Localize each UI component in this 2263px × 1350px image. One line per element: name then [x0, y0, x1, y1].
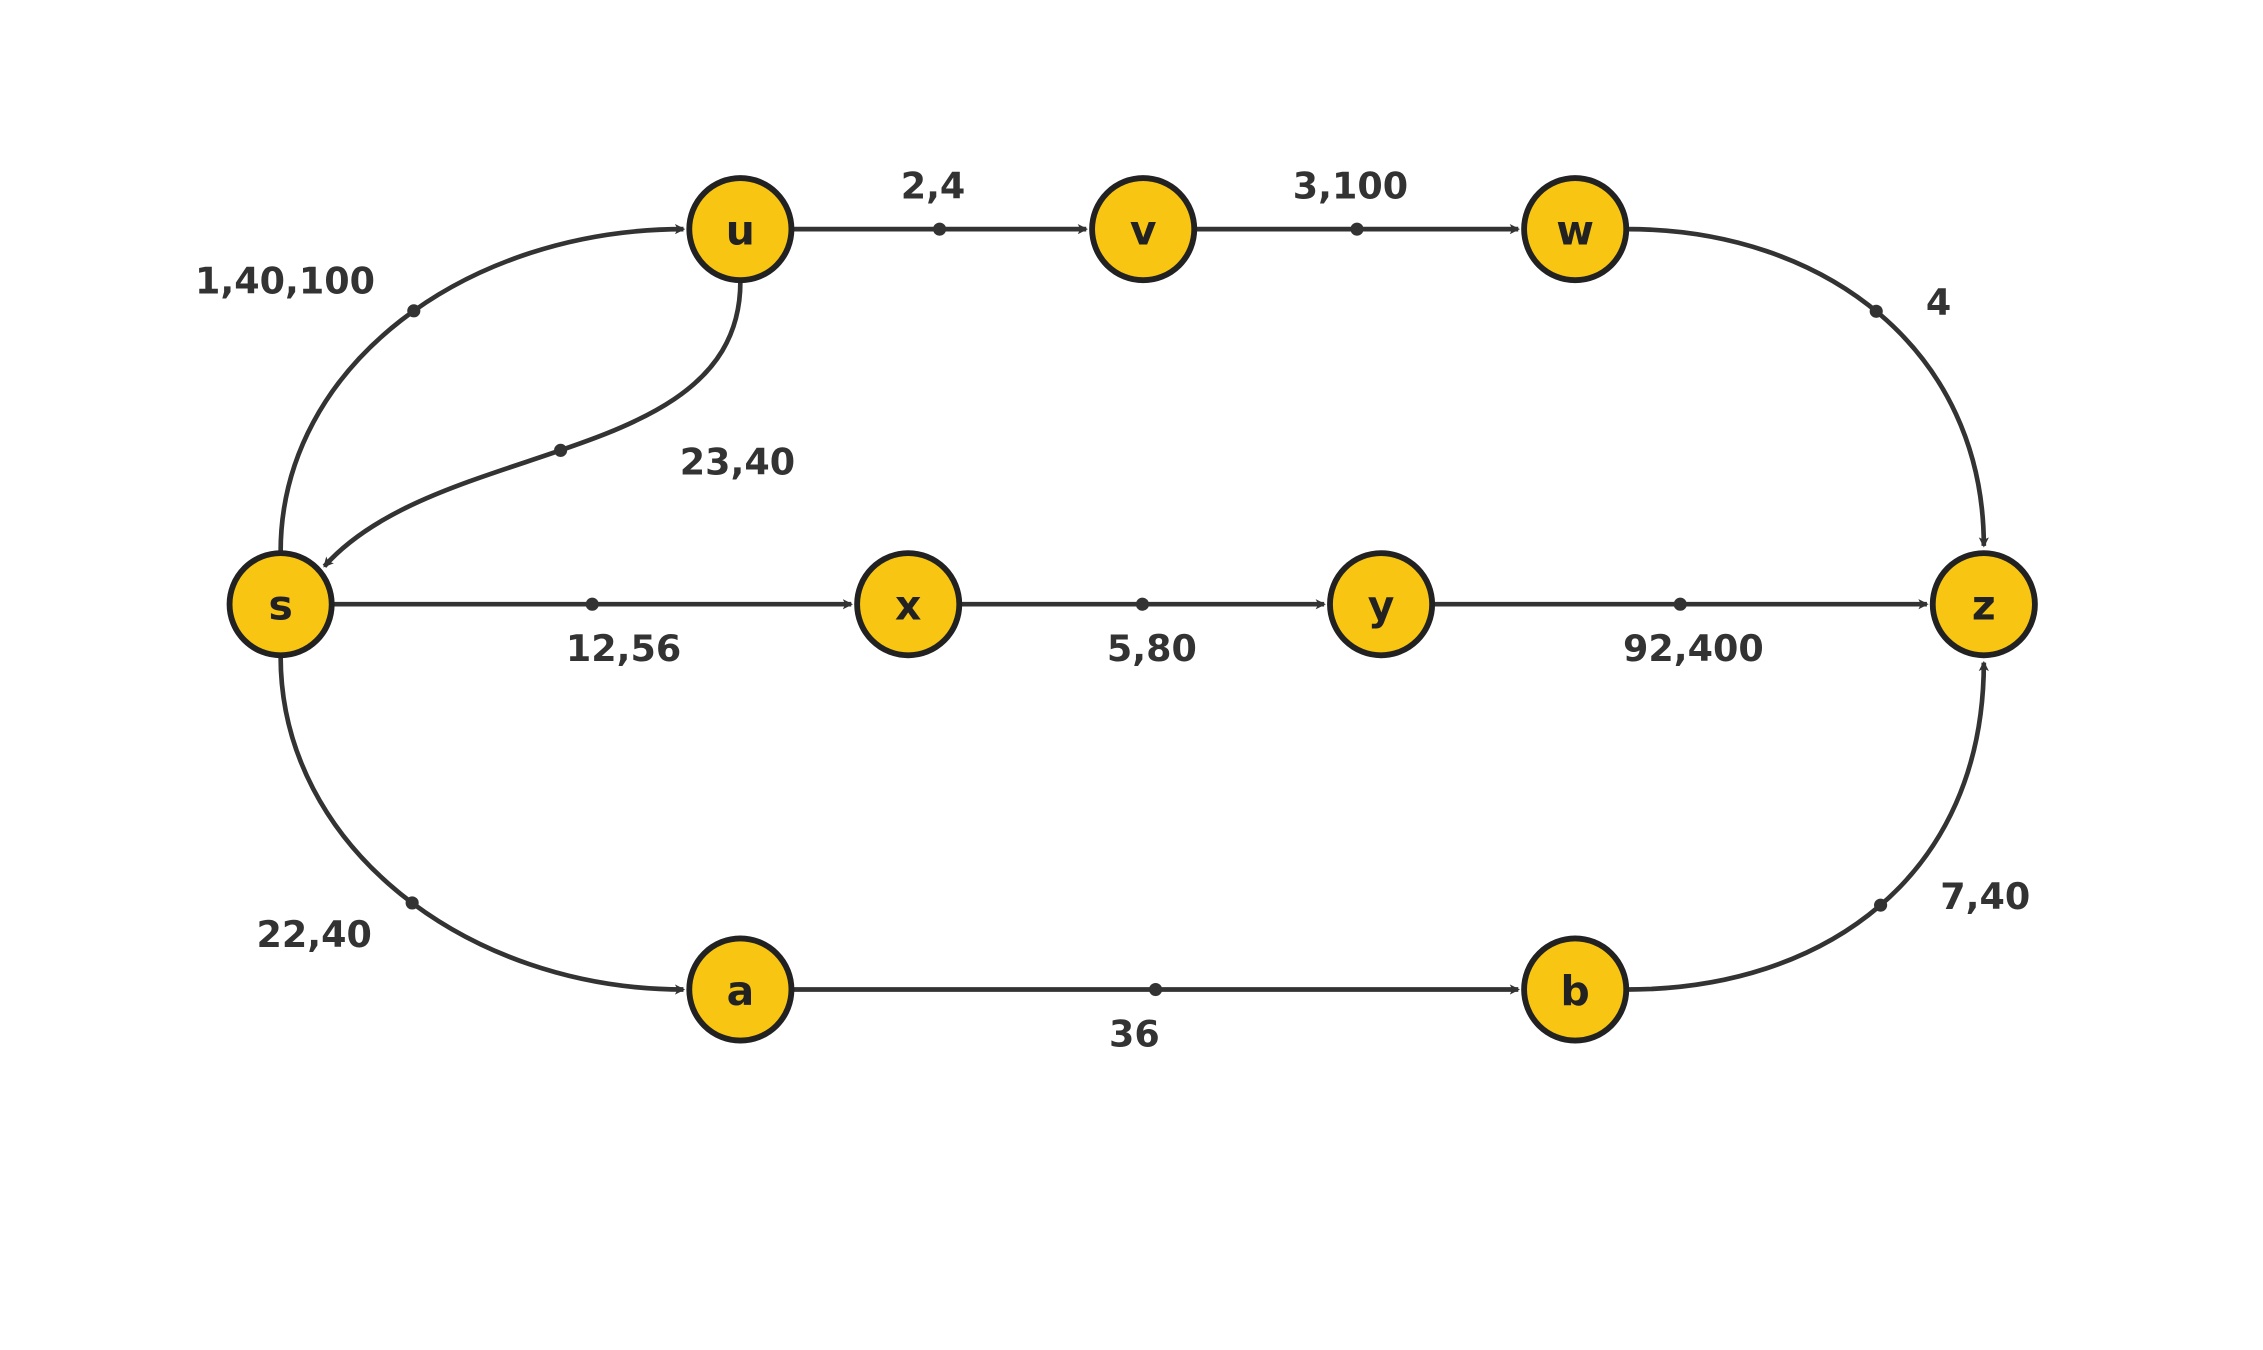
- edge-midpoint-dot: [1874, 898, 1888, 912]
- node-y: y: [1327, 550, 1436, 659]
- node-a: a: [686, 935, 795, 1044]
- node-circle: [854, 550, 963, 659]
- edge-midpoint-dot: [1350, 222, 1364, 236]
- node-z: z: [1929, 550, 2038, 659]
- edge-midpoint-dot: [1869, 304, 1883, 318]
- edge-y-z: 92,400: [1433, 597, 1929, 670]
- edge-label: 1,40,100: [195, 259, 375, 302]
- node-label: z: [1972, 582, 1996, 630]
- node-s: s: [226, 550, 335, 659]
- edge-label: 23,40: [680, 440, 795, 483]
- edge-v-w: 3,100: [1195, 164, 1520, 236]
- edge-label: 22,40: [257, 913, 372, 956]
- node-label: y: [1368, 582, 1395, 630]
- edge-w-z: 4: [1627, 226, 1989, 548]
- edge-midpoint-dot: [405, 896, 419, 910]
- edge-midpoint-dot: [407, 304, 421, 318]
- edge-midpoint-dot: [585, 597, 599, 611]
- node-circle: [1089, 175, 1198, 284]
- node-label: v: [1130, 207, 1157, 255]
- node-circle: [226, 550, 335, 659]
- edge-s-u: 1,40,100: [195, 224, 686, 552]
- edge-b-z: 7,40: [1627, 660, 2030, 992]
- edge-s-x: 12,56: [333, 597, 853, 670]
- edge-u-s: 23,40: [322, 281, 795, 568]
- edge-x-y: 5,80: [960, 597, 1326, 670]
- node-label: a: [727, 967, 755, 1015]
- node-v: v: [1089, 175, 1198, 284]
- edge-s-a: 22,40: [257, 656, 686, 995]
- edge-label: 36: [1109, 1012, 1160, 1055]
- edge-midpoint-dot: [933, 222, 947, 236]
- edge-label: 7,40: [1940, 875, 2030, 918]
- node-circle: [686, 175, 795, 284]
- edge-line: [1627, 226, 1989, 548]
- edge-a-b: 36: [792, 982, 1520, 1055]
- node-label: s: [268, 582, 292, 630]
- node-label: b: [1561, 967, 1590, 1015]
- node-circle: [686, 935, 795, 1044]
- edge-line: [1627, 660, 1989, 992]
- edge-midpoint-dot: [554, 443, 568, 457]
- edge-label: 3,100: [1293, 164, 1408, 207]
- edge-label: 12,56: [566, 627, 681, 670]
- edge-label: 5,80: [1107, 627, 1197, 670]
- node-label: u: [726, 207, 755, 255]
- node-b: b: [1521, 935, 1630, 1044]
- edge-midpoint-dot: [1149, 982, 1163, 997]
- node-circle: [1521, 175, 1630, 284]
- node-label: w: [1556, 207, 1594, 255]
- node-circle: [1327, 550, 1436, 659]
- node-circle: [1521, 935, 1630, 1044]
- edge-label: 2,4: [901, 164, 966, 207]
- edge-midpoint-dot: [1135, 597, 1150, 611]
- node-w: w: [1521, 175, 1630, 284]
- node-u: u: [686, 175, 795, 284]
- edge-label: 92,400: [1623, 627, 1764, 670]
- edge-line: [278, 224, 686, 552]
- edge-line: [278, 656, 686, 995]
- edge-u-v: 2,4: [792, 164, 1088, 236]
- edge-midpoint-dot: [1673, 597, 1687, 611]
- node-label: x: [895, 582, 921, 630]
- node-circle: [1929, 550, 2038, 659]
- edge-line: [322, 281, 743, 568]
- node-x: x: [854, 550, 963, 659]
- edge-label: 4: [1926, 281, 1951, 324]
